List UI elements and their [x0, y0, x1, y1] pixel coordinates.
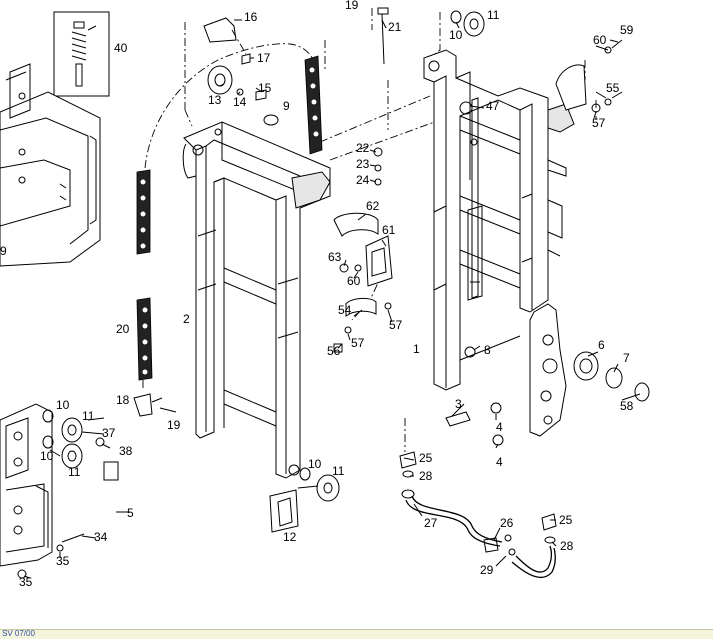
callout-10-top: 10 [449, 28, 463, 42]
callout-3: 3 [455, 397, 462, 411]
callout-14: 14 [233, 95, 247, 109]
lift-cylinder [467, 97, 483, 301]
callout-6: 6 [598, 338, 605, 352]
callout-25-a: 25 [419, 451, 433, 465]
callout-34: 34 [94, 530, 108, 544]
leader-lines [23, 19, 641, 579]
callout-62: 62 [366, 199, 380, 213]
callout-35-bottom: 35 [19, 575, 33, 589]
callout-28-b: 28 [560, 539, 574, 553]
callout-26: 26 [500, 516, 514, 530]
callout-4-b: 4 [496, 455, 503, 469]
callout-11-top: 11 [487, 8, 500, 22]
inner-mast [423, 49, 587, 391]
callout-59: 59 [620, 23, 634, 37]
callout-2: 2 [183, 312, 190, 326]
right-carriage-bracket [529, 303, 567, 437]
callout-57-top: 57 [592, 116, 606, 130]
rollers [42, 10, 650, 502]
callout-7: 7 [623, 351, 630, 365]
callout-55: 55 [606, 81, 620, 95]
footer-code: SV 07/00 [2, 629, 35, 638]
callout-57-mid: 57 [389, 318, 403, 332]
callout-38: 38 [119, 444, 133, 458]
callout-60-mid: 60 [347, 274, 361, 288]
footer-bar [0, 629, 713, 639]
carriage-lower-left [0, 403, 53, 567]
callout-20: 20 [116, 322, 130, 336]
callout-11-left-a: 11 [82, 409, 95, 423]
callout-11-left-b: 11 [68, 465, 81, 479]
callout-19-mid: 19 [167, 418, 181, 432]
callout-57-low: 57 [351, 336, 365, 350]
callout-12: 12 [283, 530, 297, 544]
callout-10-left-a: 10 [56, 398, 70, 412]
callout-58: 58 [620, 399, 634, 413]
callout-27: 27 [424, 516, 438, 530]
callout-23: 23 [356, 157, 370, 171]
callout-10-left-b: 10 [40, 449, 54, 463]
callout-25-b: 25 [559, 513, 573, 527]
callout-4-a: 4 [496, 420, 503, 434]
callout-labels: 40 16 17 13 14 15 9 19 21 10 11 60 59 55… [0, 0, 634, 589]
callout-47: 47 [486, 99, 500, 113]
callout-17: 17 [257, 51, 271, 65]
outer-mast [182, 121, 331, 479]
callout-1: 1 [413, 342, 420, 356]
callout-18: 18 [116, 393, 130, 407]
carriage-left [0, 63, 101, 267]
callout-35-mid: 35 [56, 554, 70, 568]
callout-37: 37 [102, 426, 116, 440]
chain-links [136, 55, 323, 381]
callout-60-top: 60 [593, 33, 607, 47]
hardware [17, 7, 623, 579]
callout-9-left: 9 [0, 244, 7, 258]
callout-16: 16 [244, 10, 258, 24]
callout-54: 54 [338, 303, 352, 317]
callout-29: 29 [480, 563, 494, 577]
callout-63: 63 [328, 250, 342, 264]
callout-56: 56 [327, 344, 341, 358]
callout-61: 61 [382, 223, 396, 237]
callout-13: 13 [208, 93, 222, 107]
callout-24: 24 [356, 173, 370, 187]
callout-28-a: 28 [419, 469, 433, 483]
callout-21: 21 [388, 20, 402, 34]
callout-5: 5 [127, 506, 134, 520]
callout-8: 8 [484, 343, 491, 357]
callout-19-top: 19 [345, 0, 359, 12]
callout-15: 15 [258, 81, 272, 95]
sliders-62-61-54 [333, 212, 393, 353]
callout-10-bottom: 10 [308, 457, 322, 471]
inset-box-40 [53, 11, 110, 97]
callout-9-upper: 9 [283, 99, 290, 113]
callout-22: 22 [356, 141, 370, 155]
callout-11-bottom: 11 [332, 464, 345, 478]
callout-40: 40 [114, 41, 128, 55]
